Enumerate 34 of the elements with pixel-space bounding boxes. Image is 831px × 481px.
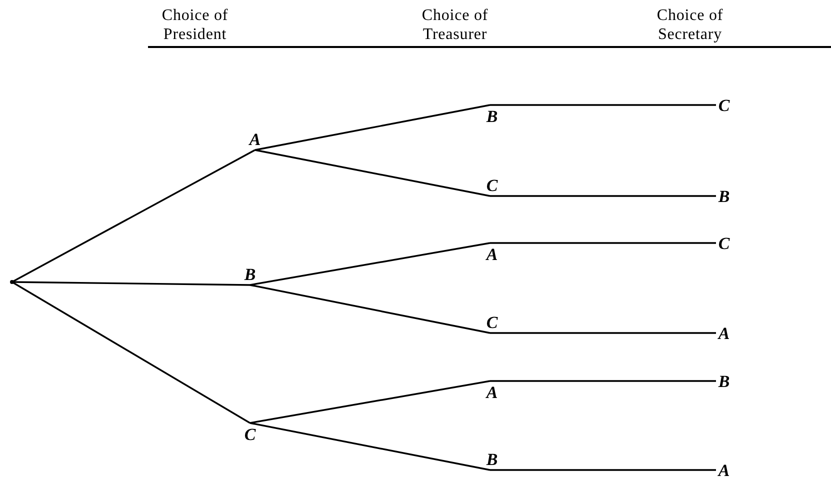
tree-branch: [490, 469, 716, 471]
tree-branch: [250, 242, 490, 286]
option-letter: C: [716, 232, 732, 254]
tree-branch: [490, 380, 716, 382]
option-letter: C: [484, 174, 500, 196]
option-letter: A: [484, 381, 500, 403]
tree-branch: [250, 422, 490, 471]
tree-branch: [254, 149, 490, 197]
column-header: Choice of Treasurer: [420, 6, 490, 44]
option-letter: B: [716, 185, 732, 207]
tree-branch: [12, 149, 256, 283]
option-letter: A: [716, 322, 732, 344]
option-letter: B: [716, 370, 732, 392]
column-header: Choice of Secretary: [656, 6, 724, 44]
tree-branch: [490, 242, 716, 244]
tree-branch: [490, 195, 716, 197]
tree-branch: [12, 281, 250, 424]
tree-branch: [250, 284, 490, 334]
option-letter: A: [247, 128, 263, 150]
branch-point: [10, 280, 14, 284]
option-letter: A: [716, 459, 732, 481]
option-letter: B: [484, 448, 500, 470]
tree-branch: [254, 104, 490, 151]
option-letter: B: [242, 263, 258, 285]
tree-branch: [250, 380, 490, 424]
option-letter: B: [484, 105, 500, 127]
option-letter: C: [484, 311, 500, 333]
option-letter: A: [484, 243, 500, 265]
tree-branch: [490, 332, 716, 334]
column-header: Choice of President: [160, 6, 230, 44]
tree-branch: [490, 104, 716, 106]
option-letter: C: [242, 423, 258, 445]
tree-branch: [12, 281, 250, 286]
option-letter: C: [716, 94, 732, 116]
